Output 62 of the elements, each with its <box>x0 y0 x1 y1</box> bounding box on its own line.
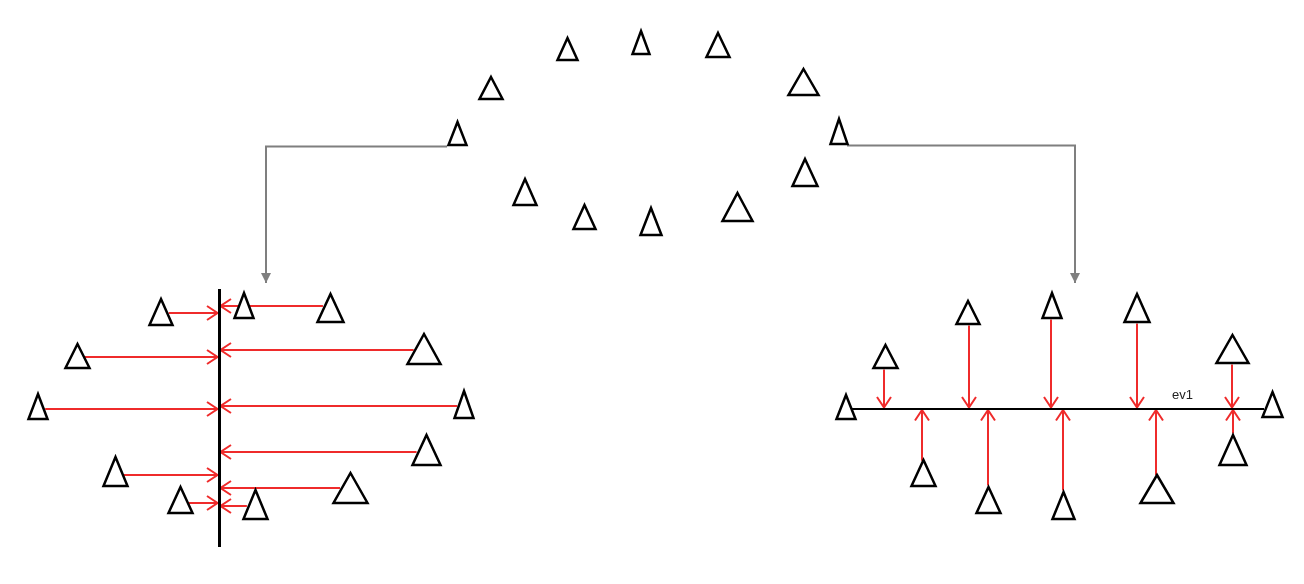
projection-arrow <box>1129 322 1145 409</box>
triangle-icon <box>26 390 50 422</box>
projection-arrow <box>219 398 459 414</box>
triangle-icon <box>630 27 652 57</box>
elbow-arrow <box>846 144 1080 284</box>
triangle-icon <box>1259 388 1285 420</box>
triangle-icon <box>570 201 598 232</box>
triangle-icon <box>511 175 539 208</box>
triangle-icon <box>62 340 92 371</box>
triangle-icon <box>232 289 256 321</box>
triangle-icon <box>477 73 505 102</box>
triangle-icon <box>638 204 664 238</box>
triangle-icon <box>100 453 130 489</box>
axis-line <box>217 289 221 547</box>
triangle-icon <box>908 456 938 489</box>
triangle-icon <box>405 330 443 367</box>
triangle-icon <box>240 486 270 522</box>
triangle-icon <box>147 295 175 328</box>
projection-arrow <box>1148 409 1164 477</box>
triangle-icon <box>165 483 195 516</box>
projection-arrow <box>1224 363 1240 409</box>
elbow-arrow <box>261 145 448 284</box>
triangle-icon <box>1138 471 1176 506</box>
projection-arrow <box>219 444 418 460</box>
projection-arrow <box>980 409 996 487</box>
axis-line <box>852 407 1264 410</box>
projection-arrow <box>1225 409 1241 435</box>
triangle-icon <box>445 118 469 148</box>
triangle-icon <box>785 65 821 98</box>
projection-arrow <box>961 324 977 409</box>
triangle-icon <box>409 431 443 468</box>
projection-arrow <box>44 401 219 417</box>
projection-arrow <box>122 467 219 483</box>
triangle-icon <box>790 155 820 189</box>
triangle-icon <box>1122 290 1152 325</box>
projection-arrow <box>84 349 219 365</box>
projection-arrow <box>219 342 415 358</box>
projection-arrow <box>219 298 324 314</box>
projection-arrow <box>187 495 219 511</box>
triangle-icon <box>1217 431 1249 468</box>
triangle-icon <box>704 29 732 60</box>
triangle-icon <box>1213 331 1251 366</box>
triangle-icon <box>870 341 900 371</box>
projection-arrow <box>914 409 930 462</box>
triangle-icon <box>834 391 858 422</box>
triangle-icon <box>452 387 476 421</box>
triangle-icon <box>719 189 755 224</box>
projection-arrow <box>876 368 892 409</box>
projection-arrow <box>167 305 219 321</box>
projection-arrow <box>1055 409 1071 492</box>
projection-arrow <box>219 480 341 496</box>
triangle-icon <box>1049 488 1077 522</box>
projection-arrow <box>1043 318 1059 409</box>
triangle-icon <box>314 290 346 325</box>
axis-label: ev1 <box>1172 388 1193 401</box>
projection-arrow <box>219 498 248 514</box>
triangle-icon <box>954 297 982 327</box>
triangle-icon <box>828 115 850 147</box>
triangle-icon <box>554 34 580 63</box>
triangle-icon <box>1040 289 1064 321</box>
triangle-icon <box>330 469 370 506</box>
triangle-icon <box>973 483 1003 516</box>
